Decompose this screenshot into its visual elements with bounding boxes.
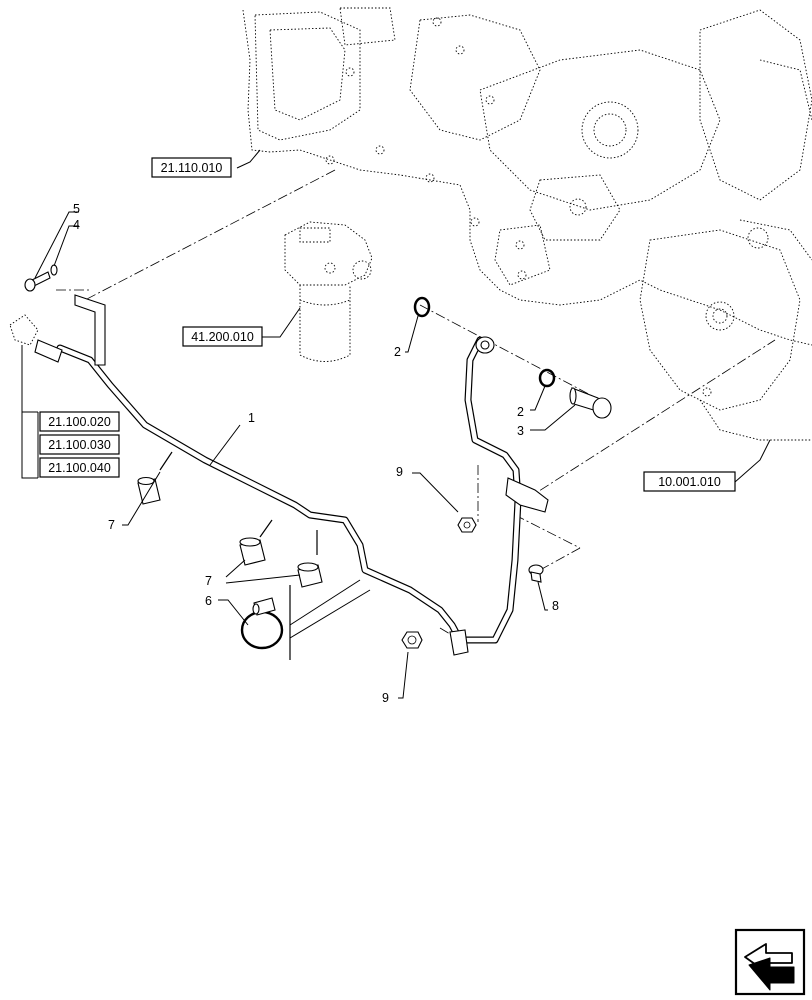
callout-washer-a: 2 [394,345,401,359]
callout-pipe: 1 [248,411,255,425]
screw-right-part [528,564,544,583]
spacer-left-part [137,476,161,505]
section-marks [159,451,318,660]
callout-spacer-b: 7 [205,574,212,588]
oil-filter-drawing [284,221,373,362]
next-page-arrow-icon[interactable] [734,928,806,996]
assembly-lines [56,169,776,641]
callout-banjo-bolt: 3 [517,424,524,438]
screw-top-part [24,271,51,292]
ref-transmission-3[interactable]: 21.100.040 [39,457,120,478]
callout-washer-b: 2 [517,405,524,419]
washer-small-part [50,264,58,276]
nut-b-part [401,631,423,649]
ref-engine-assembly[interactable]: 10.001.010 [643,471,736,492]
pipe-bracket [505,477,549,513]
callout-screw-right: 8 [552,599,559,613]
callout-nut-b: 9 [382,691,389,705]
leader-lines [21,149,771,699]
hose-clamp-part [240,597,284,650]
svg-text:21.100.020: 21.100.020 [48,415,111,429]
nut-a-part [457,517,477,533]
svg-text:10.001.010: 10.001.010 [658,475,721,489]
svg-text:21.100.030: 21.100.030 [48,438,111,452]
svg-text:41.200.010: 41.200.010 [191,330,254,344]
ref-transmission-1[interactable]: 21.100.020 [39,411,120,432]
banjo-bolt-part [569,387,612,419]
svg-text:21.110.010: 21.110.010 [161,161,223,175]
callout-spacer-a: 7 [108,518,115,532]
mounting-bracket [74,294,106,366]
spacer-a-part [239,537,266,566]
washer-a-part [413,296,431,318]
spacer-b-part [297,562,323,588]
washer-b-part [538,368,556,388]
callout-screw-top: 5 [73,202,80,216]
callout-nut-a: 9 [396,465,403,479]
ref-oil-filter[interactable]: 41.200.010 [182,326,263,347]
engine-block-drawing [242,7,812,441]
pipe-part [34,336,522,644]
pipe-stub [9,314,39,346]
ref-engine-block[interactable]: 21.110.010 [151,157,232,178]
pipe-fitting [449,629,469,656]
svg-text:21.100.040: 21.100.040 [48,461,111,475]
callout-washer-small: 4 [73,218,80,232]
ref-transmission-2[interactable]: 21.100.030 [39,434,120,455]
callout-hose-clamp: 6 [205,594,212,608]
